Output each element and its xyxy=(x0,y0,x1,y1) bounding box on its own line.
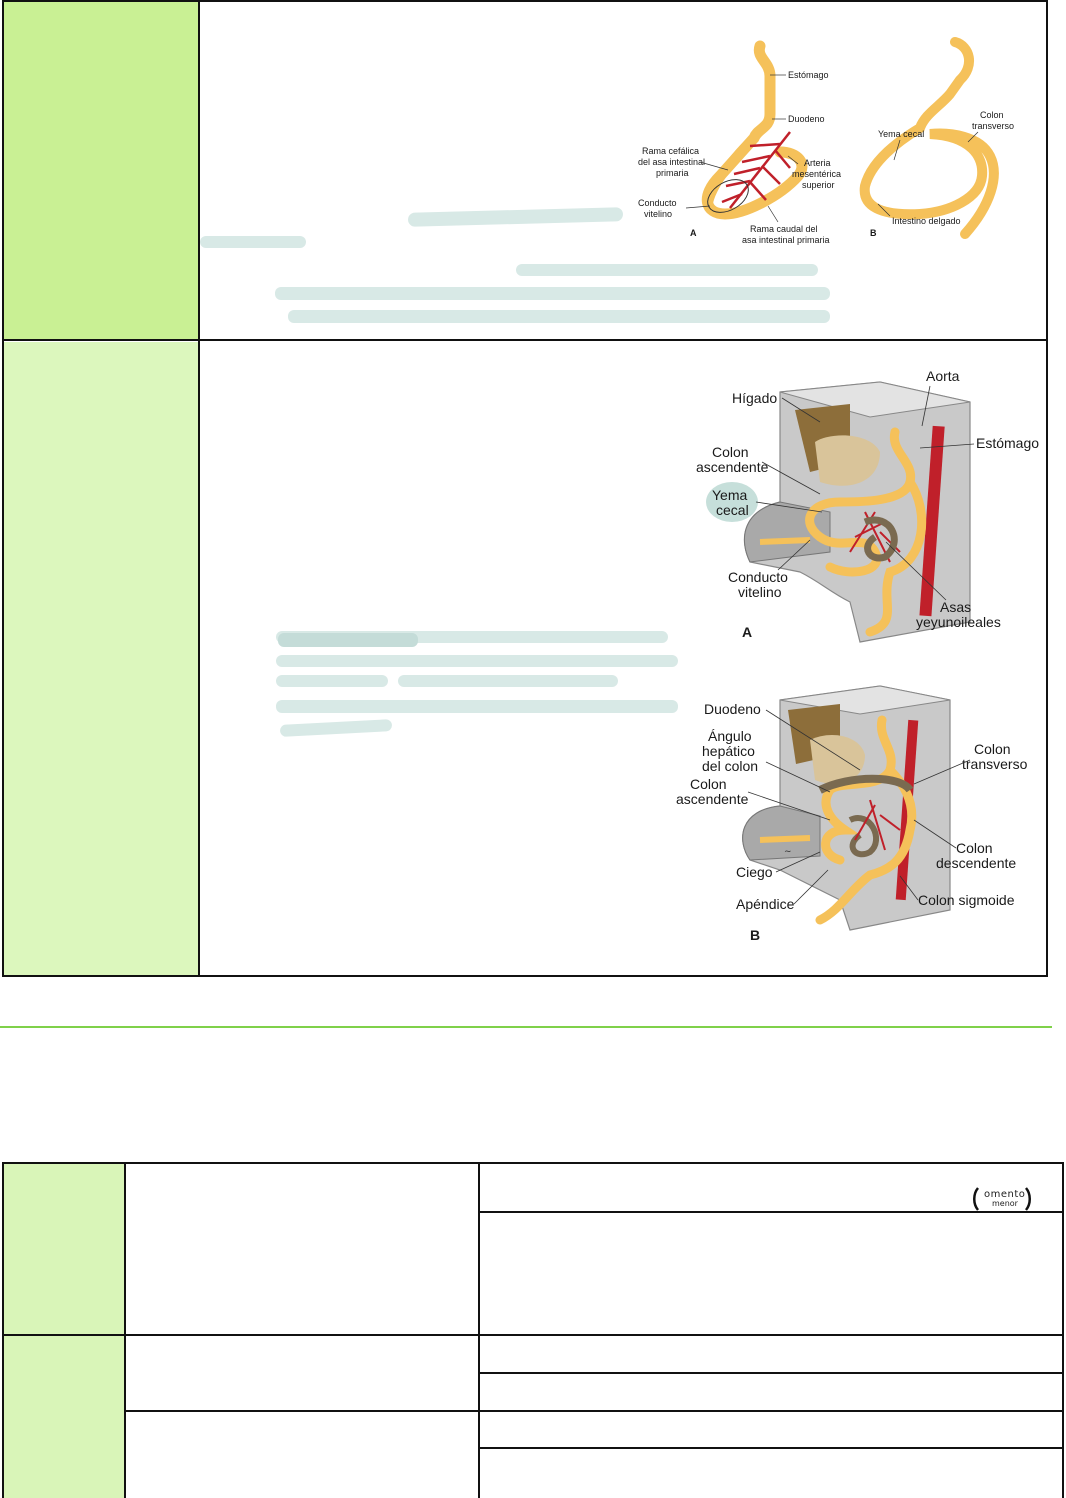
label-duodeno: Duodeno xyxy=(704,701,761,717)
artery-branches-a xyxy=(721,131,791,209)
label-colon-descendente: Colon xyxy=(956,840,993,856)
label-rama-cefalica: Rama cefálica xyxy=(642,146,699,156)
label-colon-descendente-2: descendente xyxy=(936,855,1016,871)
highlight-stroke xyxy=(398,675,618,687)
highlight-stroke xyxy=(275,287,830,300)
label-colon-ascendente: Colon xyxy=(712,444,749,460)
label-colon-transverso: Colon xyxy=(974,741,1011,757)
label-conducto: Conducto xyxy=(638,198,677,208)
panel-label-b: B xyxy=(870,228,877,238)
figure-primary-intestinal-loop: Estómago Duodeno Rama cefálica del asa i… xyxy=(638,37,1014,245)
note-line-1: omento xyxy=(984,1189,1026,1200)
label-asas-2: yeyunoileales xyxy=(916,614,1001,630)
label-rama-caudal: Rama caudal del xyxy=(750,224,818,234)
label-colon-transverso-2: transverso xyxy=(962,756,1028,772)
label-angulo-2: hepático xyxy=(702,743,755,759)
label-colon-ascendente: Colon xyxy=(690,776,727,792)
label-colon-ascendente-2: ascendente xyxy=(696,459,769,475)
lower-col-divider-2 xyxy=(478,1164,480,1498)
figure-rotation-a: Aorta Hígado Estómago Colon ascendente Y… xyxy=(696,368,1039,643)
lower-subrow-divider xyxy=(480,1372,1064,1374)
highlight-stroke xyxy=(278,633,418,647)
panel-label-a: A xyxy=(742,624,752,640)
highlight-stroke xyxy=(276,700,678,713)
lower-row-divider xyxy=(2,1334,1064,1336)
label-arteria: Arteria xyxy=(804,158,831,168)
label-arteria-2: mesentérica xyxy=(792,169,841,179)
label-rama-caudal-2: asa intestinal primaria xyxy=(742,235,830,245)
lower-row1-side-cell xyxy=(4,1164,124,1334)
label-colon-2: transverso xyxy=(972,121,1014,131)
label-higado: Hígado xyxy=(732,390,777,406)
row-divider xyxy=(2,339,1048,341)
note-line-2: menor xyxy=(992,1199,1018,1208)
lower-subrow-divider xyxy=(480,1211,1064,1213)
label-intestino: Intestino delgado xyxy=(892,216,961,226)
column-divider xyxy=(198,2,200,975)
label-rama-cefalica-3: primaria xyxy=(656,168,689,178)
label-conducto-2: vitelino xyxy=(644,209,672,219)
panel-label-b: B xyxy=(750,927,760,943)
label-colon-ascendente-2: ascendente xyxy=(676,791,749,807)
gut-tube-b xyxy=(859,37,999,239)
highlight-stroke xyxy=(288,310,830,323)
section-divider-line xyxy=(0,1026,1052,1028)
handwritten-note: omento menor xyxy=(970,1186,1034,1212)
gut-tube xyxy=(815,715,917,925)
note-brackets xyxy=(973,1187,1031,1211)
label-angulo-3: del colon xyxy=(702,758,758,774)
lower-subrow-divider xyxy=(480,1447,1064,1449)
lower-row2-side-cell xyxy=(4,1336,124,1498)
label-estomago: Estómago xyxy=(788,70,829,80)
label-asas: Asas xyxy=(940,599,971,615)
row2-side-cell xyxy=(4,342,199,975)
highlight-stroke xyxy=(276,655,678,667)
lower-col-divider-1 xyxy=(124,1164,126,1498)
panel-label-a: A xyxy=(690,228,697,238)
label-colon-sigmoide: Colon sigmoide xyxy=(918,892,1015,908)
lower-subrow-divider xyxy=(126,1410,1064,1412)
lower-table xyxy=(2,1162,1064,1498)
label-rama-cefalica-2: del asa intestinal xyxy=(638,157,705,167)
label-duodeno: Duodeno xyxy=(788,114,825,124)
highlight-stroke xyxy=(516,264,818,276)
label-angulo: Ángulo xyxy=(708,728,752,744)
label-apendice: Apéndice xyxy=(736,896,795,912)
upper-table xyxy=(2,0,1048,977)
label-arteria-3: superior xyxy=(802,180,835,190)
label-conducto-vitelino: Conducto xyxy=(728,569,788,585)
highlight-stroke xyxy=(200,236,306,248)
handwritten-mark: ~ xyxy=(784,847,792,857)
label-estomago: Estómago xyxy=(976,435,1039,451)
highlight-stroke xyxy=(276,675,388,687)
label-aorta: Aorta xyxy=(926,368,960,384)
label-yema-cecal: Yema xyxy=(712,487,748,503)
label-colon: Colon xyxy=(980,110,1004,120)
figure-rotation-b: Duodeno Ángulo hepático del colon Colon … xyxy=(676,685,1028,943)
label-yema-cecal-2: cecal xyxy=(716,502,749,518)
label-yema-cecal: Yema cecal xyxy=(878,129,924,139)
row1-side-cell xyxy=(4,2,199,340)
label-ciego: Ciego xyxy=(736,864,773,880)
label-conducto-vitelino-2: vitelino xyxy=(738,584,782,600)
